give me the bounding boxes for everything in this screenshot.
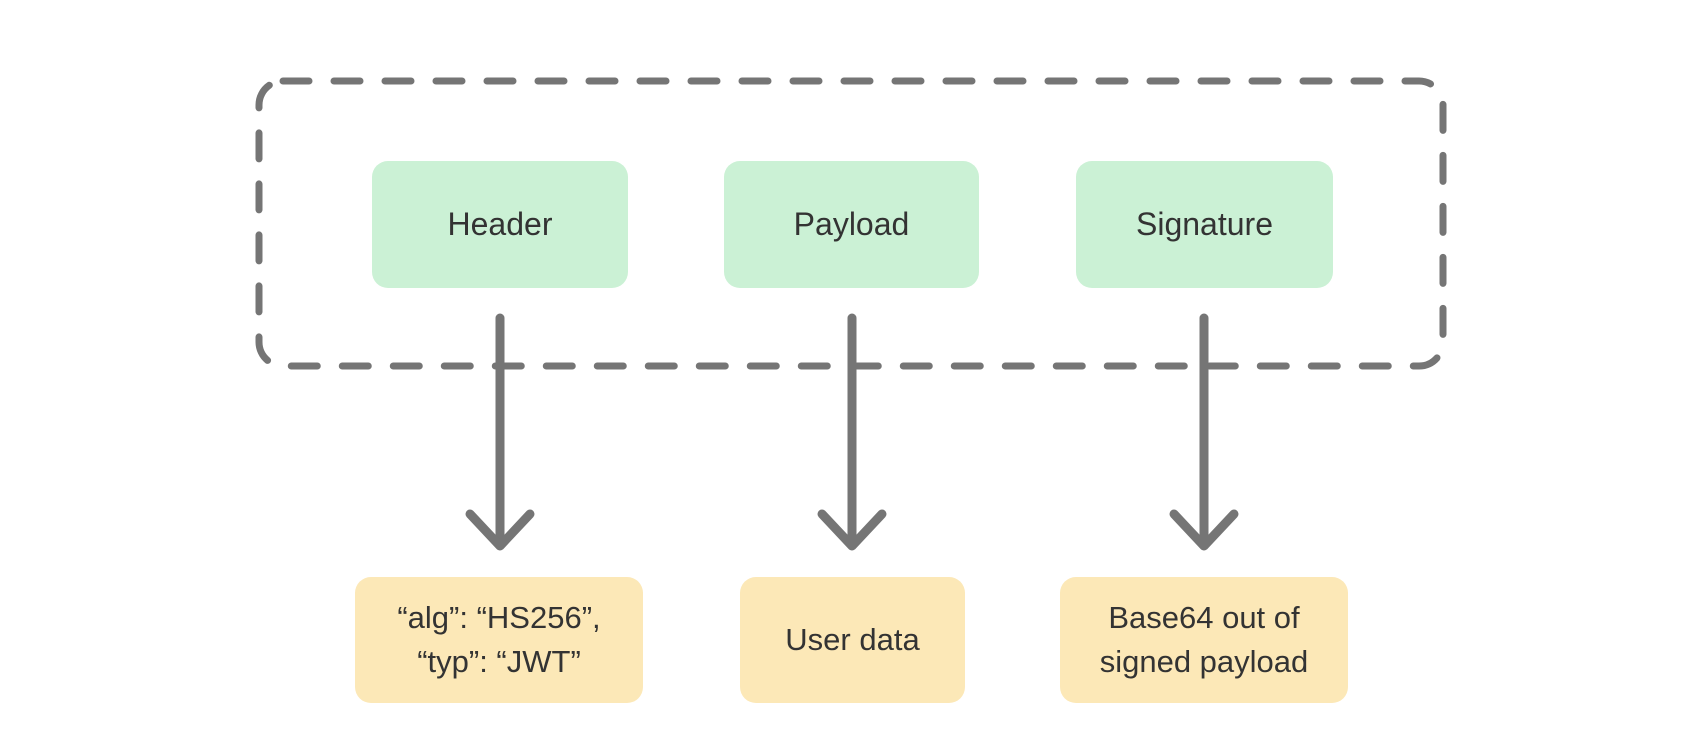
arrow-payload-to-detail — [817, 313, 887, 551]
detail-header-line-2: “typ”: “JWT” — [417, 644, 581, 679]
arrow-header-to-detail — [465, 313, 535, 551]
node-signature-label: Signature — [1136, 206, 1273, 242]
node-header-label: Header — [447, 206, 553, 242]
node-payload: Payload — [724, 161, 979, 288]
detail-header: “alg”: “HS256”, “typ”: “JWT” — [355, 577, 643, 703]
arrow-signature-to-detail — [1169, 313, 1239, 551]
node-payload-label: Payload — [793, 206, 910, 242]
node-header: Header — [372, 161, 628, 288]
detail-payload: User data — [740, 577, 965, 703]
detail-signature: Base64 out of signed payload — [1060, 577, 1348, 703]
detail-signature-line-2: signed payload — [1099, 644, 1309, 679]
detail-payload-line-1: User data — [785, 622, 920, 657]
detail-signature-line-1: Base64 out of — [1108, 600, 1300, 635]
node-signature: Signature — [1076, 161, 1333, 288]
detail-header-line-1: “alg”: “HS256”, — [397, 600, 601, 635]
